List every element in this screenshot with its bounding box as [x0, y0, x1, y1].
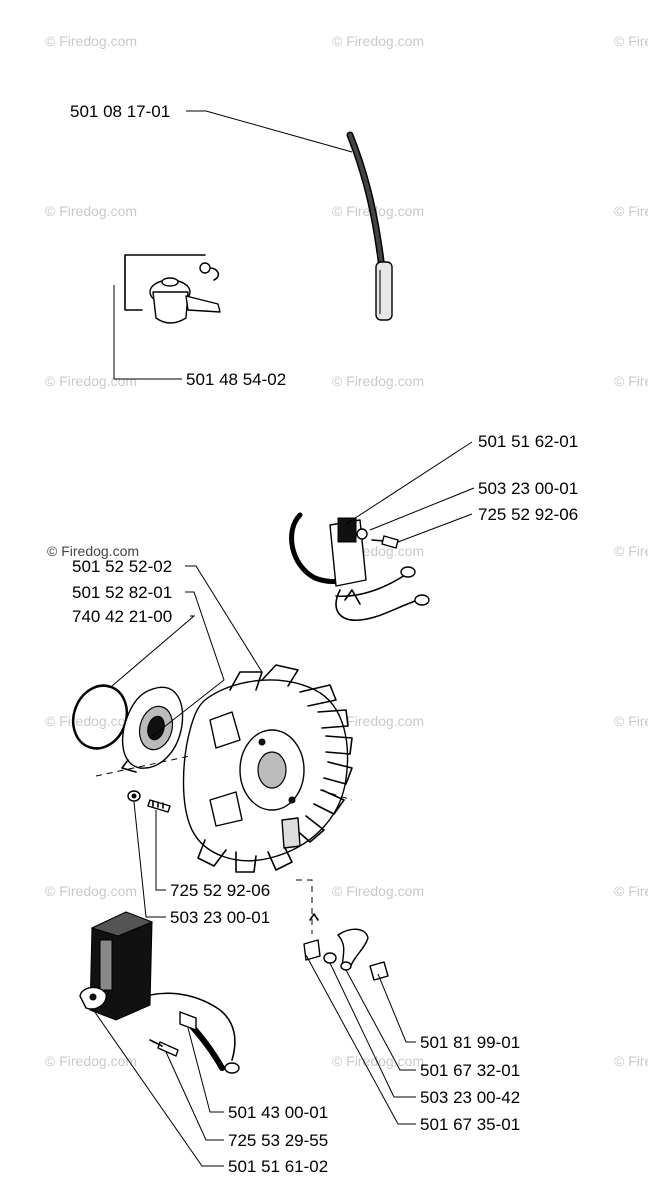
part-label: 501 43 00-01 — [228, 1103, 328, 1122]
starter-hub-drawing — [121, 686, 184, 773]
watermark: © Firedog.com — [45, 203, 137, 219]
part-labels: 501 08 17-01 501 48 54-02 501 51 62-01 5… — [70, 102, 578, 1176]
part-label: 503 23 00-42 — [420, 1088, 520, 1107]
watermark: © Firedog.com — [332, 883, 424, 899]
part-label: 501 51 61-02 — [228, 1157, 328, 1176]
part-label: 501 67 32-01 — [420, 1061, 520, 1080]
watermark: © Firedog.com — [332, 1053, 424, 1069]
flywheel-drawing — [182, 664, 353, 873]
part-label: 740 42 21-00 — [72, 607, 172, 626]
spark-plug-lead-drawing — [346, 131, 393, 321]
ignition-module-drawing — [79, 911, 240, 1074]
alignment-lines — [95, 755, 353, 934]
watermark: © Firedog.com — [614, 33, 648, 49]
watermark-dark: © Firedog.com — [47, 543, 139, 559]
ignition-coil-drawing — [289, 512, 430, 621]
part-label: 501 48 54-02 — [186, 370, 286, 389]
part-label: 503 23 00-01 — [170, 908, 270, 927]
part-label: 501 81 99-01 — [420, 1033, 520, 1052]
watermark: © Firedog.com — [45, 373, 137, 389]
watermark: © Firedog.com — [332, 373, 424, 389]
watermark: © Firedog.com — [332, 203, 424, 219]
watermark: © Firedog.com — [614, 203, 648, 219]
part-label: 501 08 17-01 — [70, 102, 170, 121]
switch-assembly-drawing — [124, 254, 221, 324]
watermark-layer: © Firedog.com © Firedog.com © Firedog.co… — [45, 33, 648, 1069]
watermark: © Firedog.com — [45, 1053, 137, 1069]
part-label: 501 52 82-01 — [72, 583, 172, 602]
watermark: © Firedog.com — [45, 713, 137, 729]
part-label: 725 52 92-06 — [170, 881, 270, 900]
watermark: © Firedog.com — [614, 373, 648, 389]
watermark: © Firedog.com — [614, 713, 648, 729]
pawl-lever-drawing — [303, 913, 389, 981]
part-label: 501 51 62-01 — [478, 432, 578, 451]
watermark: © Firedog.com — [614, 543, 648, 559]
watermark: © Firedog.com — [45, 33, 137, 49]
part-label: 503 23 00-01 — [478, 479, 578, 498]
watermark: © Firedog.com — [614, 1053, 648, 1069]
part-label: 725 52 92-06 — [478, 505, 578, 524]
washer-screw-drawing — [127, 790, 171, 813]
watermark: © Firedog.com — [332, 713, 424, 729]
part-label: 725 53 29-55 — [228, 1131, 328, 1150]
watermark: © Firedog.com — [614, 883, 648, 899]
leader-lines — [91, 110, 475, 1167]
watermark: © Firedog.com — [45, 883, 137, 899]
part-label: 501 67 35-01 — [420, 1115, 520, 1134]
watermark: © Firedog.com — [332, 33, 424, 49]
part-label: 501 52 52-02 — [72, 557, 172, 576]
